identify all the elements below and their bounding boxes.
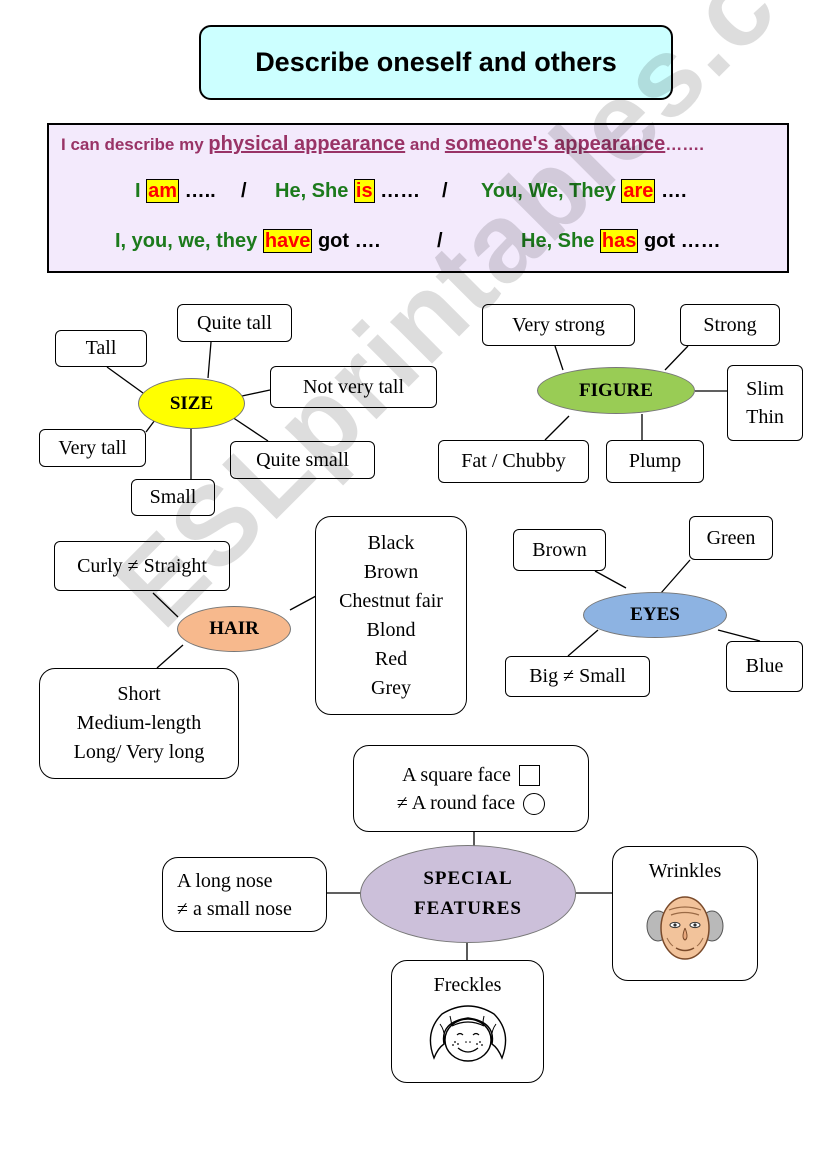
nose-box: A long nose ≠ a small nose — [162, 857, 327, 932]
eyes-green-box: Green — [689, 516, 773, 560]
square-face-row: A square face — [402, 761, 540, 789]
verb-is: is — [353, 179, 375, 203]
intro-row-have: I, you, we, they have got …. — [115, 229, 381, 253]
intro-row-be-you: You, We, They are …. — [481, 179, 687, 203]
eyes-bubble: EYES — [583, 592, 727, 638]
size-tall-box: Tall — [55, 330, 147, 367]
freckles-label: Freckles — [433, 974, 502, 996]
pronoun-heshe: He, She — [521, 230, 600, 252]
pronoun-you-we-they: You, We, They — [481, 180, 622, 202]
freckled-face-icon — [429, 1005, 506, 1062]
special-label-line1: SPECIAL — [423, 868, 513, 889]
dots: ….. — [179, 180, 216, 202]
special-label-line2: FEATURES — [414, 898, 522, 919]
dots: …… — [374, 180, 421, 202]
figure-very-strong-box: Very strong — [482, 304, 635, 346]
dots: …. — [655, 180, 687, 202]
size-quite-small-box: Quite small — [230, 441, 375, 479]
wrinkles-box: Wrinkles — [612, 846, 758, 981]
hair-length-item: Medium-length — [76, 712, 202, 734]
hair-color-item: Red — [374, 647, 408, 670]
figure-slim-thin-box: Slim Thin — [727, 365, 803, 441]
small-nose-label: ≠ a small nose — [177, 897, 292, 920]
hair-color-item: Chestnut fair — [339, 589, 443, 612]
freckles-box: Freckles — [391, 960, 544, 1083]
eyes-brown-box: Brown — [513, 529, 606, 571]
square-face-label: A square face — [402, 763, 511, 786]
hair-length-item: Short — [117, 683, 161, 705]
round-face-row: ≠ A round face — [396, 789, 546, 817]
slash-separator: / — [442, 180, 448, 202]
hair-color-item: Grey — [371, 676, 411, 699]
got-dots: got …… — [638, 230, 721, 252]
round-face-label: ≠ A round face — [396, 791, 516, 814]
figure-slim: Slim — [746, 378, 784, 400]
got-dots: got …. — [312, 230, 381, 252]
figure-fat-chubby-box: Fat / Chubby — [438, 440, 589, 483]
intro-keyword-physical: physical appearance — [208, 133, 406, 155]
hair-color-item: Blond — [366, 618, 416, 641]
verb-has: has — [599, 229, 639, 253]
verb-am: am — [146, 179, 180, 203]
intro-text: and — [405, 135, 445, 154]
size-small-box: Small — [131, 479, 215, 516]
hair-curly-straight-box: Curly ≠ Straight — [54, 541, 230, 591]
eyes-blue-box: Blue — [726, 641, 803, 692]
old-man-face-icon — [646, 896, 724, 960]
intro-text: ……. — [665, 135, 705, 154]
pronoun-i-you-we-they: I, you, we, they — [115, 230, 263, 252]
verb-have: have — [262, 229, 313, 253]
square-icon — [518, 765, 540, 787]
figure-strong-box: Strong — [680, 304, 780, 346]
intro-box: I can describe my physical appearance an… — [47, 123, 789, 273]
page-title: Describe oneself and others — [199, 25, 673, 100]
special-features-bubble: SPECIAL FEATURES — [360, 845, 576, 943]
intro-text: I can describe my — [61, 135, 209, 154]
figure-thin: Thin — [746, 406, 784, 428]
figure-plump-box: Plump — [606, 440, 704, 483]
size-not-very-tall-box: Not very tall — [270, 366, 437, 408]
hair-color-item: Brown — [363, 560, 419, 583]
long-nose-label: A long nose — [177, 869, 273, 892]
slash-separator: / — [241, 180, 247, 202]
wrinkles-label: Wrinkles — [648, 860, 722, 882]
slash-separator: / — [437, 230, 443, 252]
hair-color-item: Black — [367, 531, 415, 554]
pronoun-i: I — [135, 180, 147, 202]
eyes-big-small-box: Big ≠ Small — [505, 656, 650, 697]
intro-row-has: He, She has got …… — [521, 229, 721, 253]
intro-objective: I can describe my physical appearance an… — [61, 133, 704, 156]
intro-row-be-i: I am ….. — [135, 179, 216, 203]
hair-colors-box: Black Brown Chestnut fair Blond Red Grey — [315, 516, 467, 715]
face-shape-box: A square face ≠ A round face — [353, 745, 589, 832]
intro-row-be-heshe: He, She is …… — [275, 179, 421, 203]
size-bubble: SIZE — [138, 378, 245, 429]
size-very-tall-box: Very tall — [39, 429, 146, 467]
hair-length-box: Short Medium-length Long/ Very long — [39, 668, 239, 779]
pronoun-heshe: He, She — [275, 180, 354, 202]
hair-bubble: HAIR — [177, 606, 291, 652]
size-quite-tall-box: Quite tall — [177, 304, 292, 342]
verb-are: are — [621, 179, 656, 203]
hair-length-item: Long/ Very long — [73, 741, 205, 763]
intro-keyword-someone: someone's appearance — [444, 133, 666, 155]
figure-bubble: FIGURE — [537, 367, 695, 414]
circle-icon — [523, 792, 546, 815]
